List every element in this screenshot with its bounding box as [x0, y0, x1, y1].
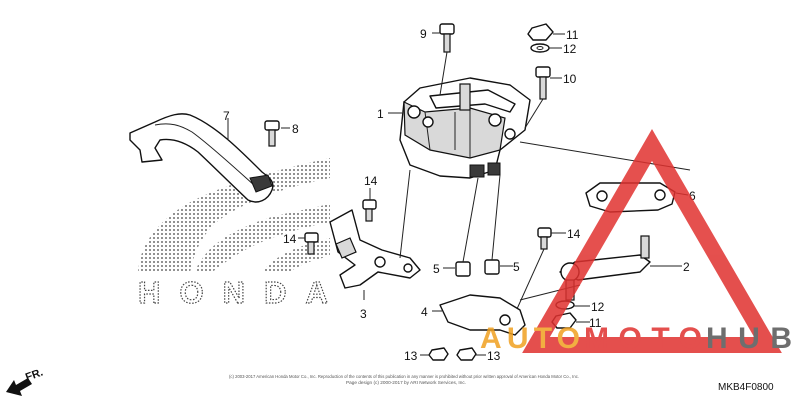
part-12-washer-top [530, 43, 550, 53]
callout-4: 4 [421, 305, 428, 319]
part-10-bolt [524, 66, 551, 129]
callout-7: 7 [223, 109, 230, 123]
part-9-bolt [439, 23, 455, 96]
part-5-collar-a [455, 177, 479, 277]
part-1-main-unit [399, 77, 691, 179]
callout-13-right: 13 [487, 349, 501, 363]
watermark-triangle-icon [522, 129, 782, 353]
callout-14-top: 14 [364, 174, 378, 188]
part-13-nut-a [428, 347, 449, 361]
callout-11-lower: 11 [589, 316, 602, 330]
callout-14-right: 14 [567, 227, 581, 241]
callout-9: 9 [420, 27, 427, 41]
callout-12-top: 12 [563, 42, 577, 56]
callout-8: 8 [292, 122, 299, 136]
part-7-cover [129, 113, 274, 203]
part-5-collar-b [484, 174, 501, 275]
part-14-bolt-a [362, 199, 377, 222]
copyright-line-1: (c) 2003-2017 American Honda Motor Co., … [229, 374, 579, 379]
direction-label: FR. [24, 366, 45, 383]
callout-13-left: 13 [404, 349, 418, 363]
callout-5-left: 5 [433, 262, 440, 276]
part-13-nut-b [456, 347, 477, 361]
callout-10: 10 [563, 72, 577, 86]
diagram-code: MKB4F0800 [718, 382, 774, 393]
callout-14-left: 14 [283, 232, 297, 246]
part-14-bolt-c [511, 227, 552, 321]
callout-3: 3 [360, 307, 367, 321]
direction-arrow: FR. [6, 366, 45, 396]
honda-logo-text: HONDA [138, 275, 328, 310]
callout-6: 6 [689, 189, 696, 203]
callout-2: 2 [683, 260, 690, 274]
watermark-text-hub: HUB [706, 322, 792, 355]
part-8-bolt [264, 120, 280, 147]
callout-1: 1 [377, 107, 384, 121]
part-3-bracket [329, 169, 421, 289]
part-11-nut-top [527, 23, 554, 41]
watermark: AUTO MOTO HUB [480, 129, 792, 355]
copyright-line-2: Page design (c) 2000-2017 by ARI Network… [346, 380, 466, 385]
callouts: 1 2 3 4 5 5 6 7 8 9 10 11 11 12 12 13 13… [223, 27, 696, 363]
callout-12-lower: 12 [591, 300, 605, 314]
callout-11-top: 11 [566, 28, 579, 42]
front-arrow-icon [6, 378, 32, 396]
leader-lines [227, 32, 689, 356]
callout-5-right: 5 [513, 260, 520, 274]
